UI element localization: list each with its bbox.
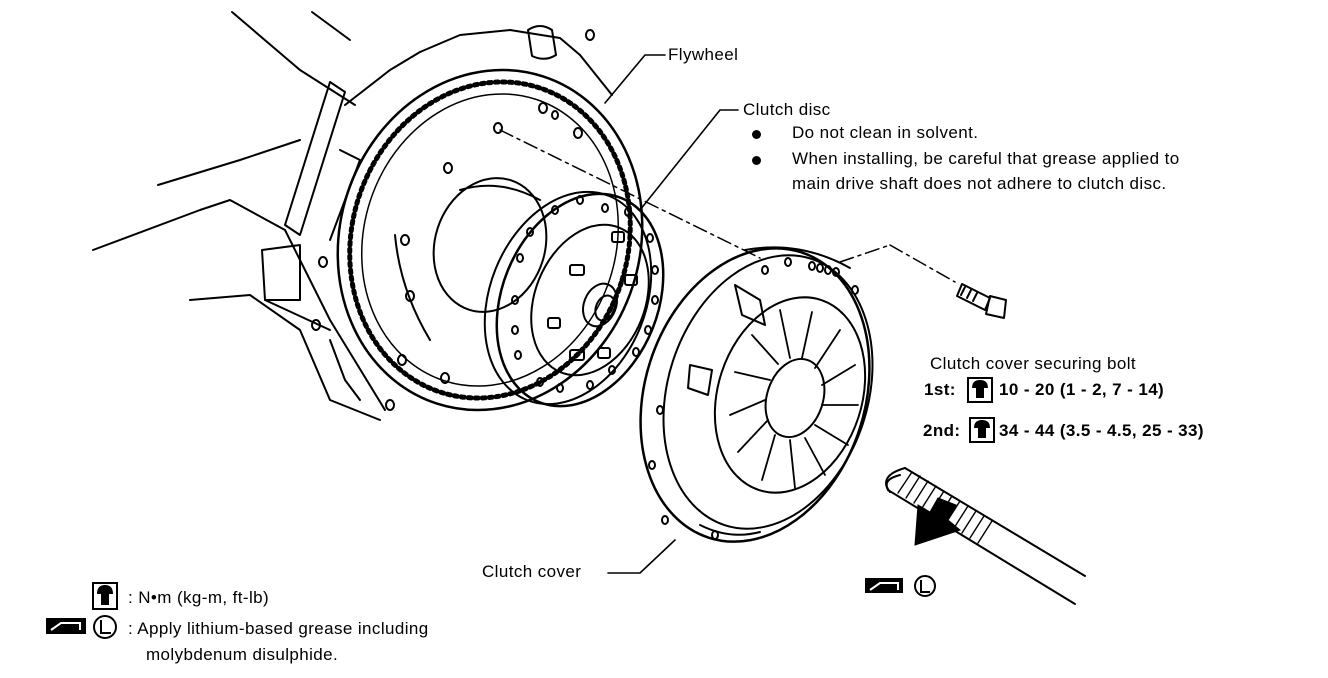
bolt-first-torque: 10 - 20 (1 - 2, 7 - 14): [999, 380, 1165, 399]
clutch-cover-bolt: [956, 283, 1007, 319]
bolt-label: Clutch cover securing bolt: [930, 354, 1136, 373]
clutch-disc: [483, 190, 665, 408]
torque-wrench-icon: [969, 417, 995, 443]
legend-torque-text: : N•m (kg-m, ft-lb): [128, 588, 270, 607]
bullet-icon: [752, 130, 761, 139]
grease-gun-icon: [46, 618, 86, 634]
legend-grease-text-cont: molybdenum disulphide.: [146, 645, 339, 664]
flywheel-label: Flywheel: [668, 45, 739, 64]
clutch-cover: [639, 246, 874, 543]
bolt-second-prefix: 2nd:: [923, 421, 961, 440]
clutch-cover-label: Clutch cover: [482, 562, 582, 581]
clutch-cover-leader: [607, 539, 676, 574]
torque-wrench-icon: [92, 582, 118, 610]
leader-lines: [604, 54, 739, 574]
clutch-disc-note: main drive shaft does not adhere to clut…: [792, 174, 1167, 193]
clutch-disc-note: When installing, be careful that grease …: [792, 149, 1180, 168]
flywheel: [311, 29, 644, 412]
engine-housing: [92, 11, 613, 421]
flywheel-leader: [604, 54, 666, 104]
bullet-icon: [752, 156, 761, 165]
clutch-disc-leader: [639, 109, 739, 211]
lithium-grease-symbol-icon: [93, 615, 117, 639]
clutch-disc-note: Do not clean in solvent.: [792, 123, 979, 142]
clutch-disc-label: Clutch disc: [743, 100, 831, 119]
bolt-second-torque: 34 - 44 (3.5 - 4.5, 25 - 33): [999, 421, 1204, 440]
assembly-center-line: [499, 129, 956, 283]
lithium-grease-symbol-icon: [914, 575, 936, 597]
insertion-arrow-icon: [914, 497, 962, 546]
legend-grease-text: : Apply lithium-based grease including: [128, 619, 429, 638]
bolt-first-prefix: 1st:: [924, 380, 956, 399]
torque-wrench-icon: [967, 377, 993, 403]
grease-gun-icon: [865, 578, 903, 593]
